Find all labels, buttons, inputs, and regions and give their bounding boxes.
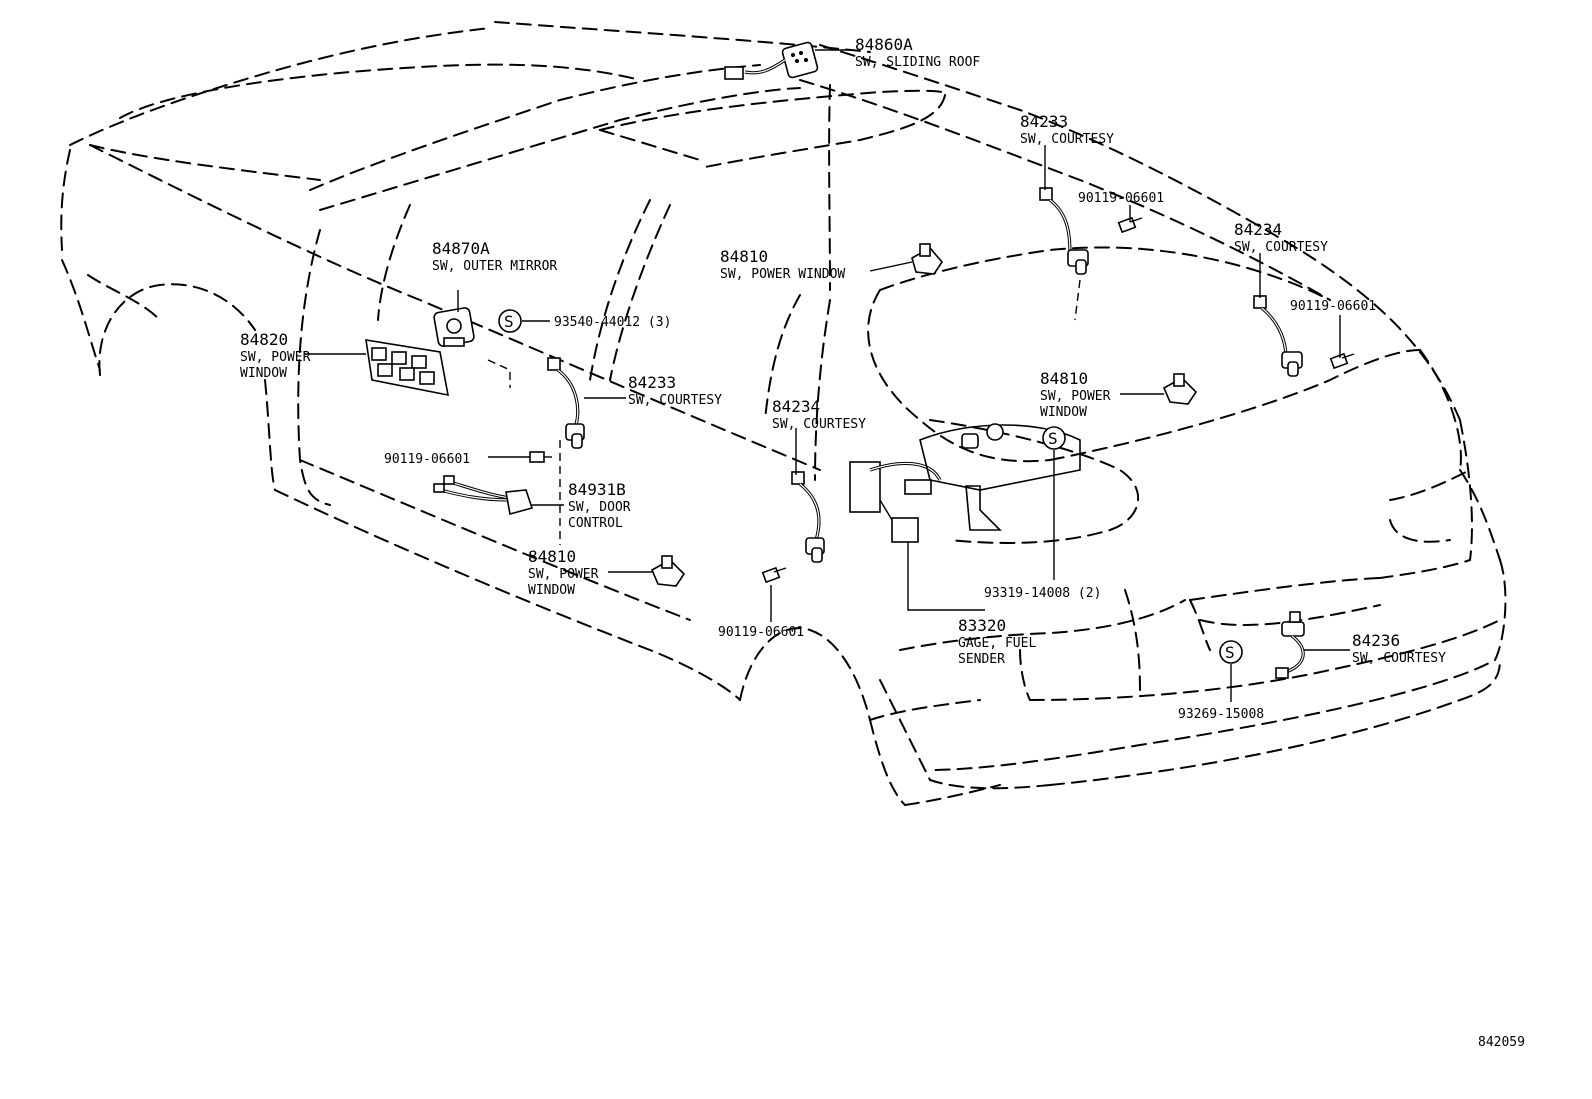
svg-text:84234: 84234 [772, 397, 820, 416]
power-window-switch-2-icon [1162, 373, 1198, 405]
screw-marker-1: S [498, 309, 522, 333]
svg-text:84931B: 84931B [568, 480, 626, 499]
svg-text:CONTROL: CONTROL [568, 516, 623, 531]
svg-text:SW, OUTER MIRROR: SW, OUTER MIRROR [432, 259, 557, 274]
label-84810-door: 84810 SW, POWER WINDOW [528, 547, 599, 598]
svg-text:84233: 84233 [628, 373, 676, 392]
svg-text:SW, POWER WINDOW: SW, POWER WINDOW [720, 267, 845, 282]
label-90119-06601-d: 90119-06601 [718, 625, 804, 640]
label-84233-lower: 84233 SW, COURTESY [628, 373, 722, 408]
svg-text:S: S [1048, 429, 1058, 448]
label-84236: 84236 SW, COURTESY [1352, 631, 1446, 666]
svg-text:93269-15008: 93269-15008 [1178, 707, 1264, 722]
screw-marker-3: S [1219, 640, 1243, 664]
sliding-roof-switch-icon [724, 41, 819, 80]
svg-text:WINDOW: WINDOW [1040, 405, 1087, 420]
label-84810-rear: 84810 SW, POWER WINDOW [1040, 369, 1111, 420]
svg-text:WINDOW: WINDOW [528, 583, 575, 598]
svg-text:84234: 84234 [1234, 220, 1282, 239]
svg-text:SW, COURTESY: SW, COURTESY [1234, 240, 1328, 255]
svg-text:93319-14008 (2): 93319-14008 (2) [984, 586, 1101, 601]
label-93269-15008: 93269-15008 [1178, 707, 1264, 722]
svg-text:84820: 84820 [240, 330, 288, 349]
bolt-2-icon [1329, 352, 1355, 370]
svg-text:84870A: 84870A [432, 239, 490, 258]
svg-text:SW, POWER: SW, POWER [1040, 389, 1111, 404]
label-84234-lower: 84234 SW, COURTESY [772, 397, 866, 432]
svg-text:SW, POWER: SW, POWER [240, 350, 311, 365]
label-84233-upper: 84233 SW, COURTESY [1020, 112, 1114, 147]
label-84234-upper: 84234 SW, COURTESY [1234, 220, 1328, 255]
label-84860A: 84860A SW, SLIDING ROOF [855, 35, 980, 70]
svg-text:SW, COURTESY: SW, COURTESY [1352, 651, 1446, 666]
door-control-switch-icon [433, 475, 534, 516]
svg-text:SW, POWER: SW, POWER [528, 567, 599, 582]
outer-mirror-switch-icon [433, 307, 475, 347]
courtesy-switch-2-icon [1253, 295, 1303, 377]
label-93319-14008: 93319-14008 (2) [984, 586, 1101, 601]
figure-code: 842059 [1478, 1035, 1525, 1050]
svg-text:SW, DOOR: SW, DOOR [568, 500, 631, 515]
svg-text:90119-06601: 90119-06601 [1290, 299, 1376, 314]
svg-text:GAGE, FUEL: GAGE, FUEL [958, 636, 1036, 651]
courtesy-switch-1-icon [1039, 187, 1089, 275]
svg-text:83320: 83320 [958, 616, 1006, 635]
leader-lines [304, 49, 1350, 702]
bolt-4-icon [761, 566, 787, 584]
svg-text:93540-44012 (3): 93540-44012 (3) [554, 315, 671, 330]
svg-text:84236: 84236 [1352, 631, 1400, 650]
car-body-outline [60, 21, 1507, 806]
svg-text:SENDER: SENDER [958, 652, 1005, 667]
svg-text:842059: 842059 [1478, 1035, 1525, 1050]
svg-text:84810: 84810 [720, 247, 768, 266]
screw-marker-2: S [1042, 426, 1066, 450]
label-83320: 83320 GAGE, FUEL SENDER [958, 616, 1036, 667]
svg-text:90119-06601: 90119-06601 [1078, 191, 1164, 206]
label-84931B: 84931B SW, DOOR CONTROL [568, 480, 631, 531]
svg-text:84860A: 84860A [855, 35, 913, 54]
svg-text:84233: 84233 [1020, 112, 1068, 131]
master-power-window-switch-icon [365, 339, 450, 397]
svg-text:90119-06601: 90119-06601 [384, 452, 470, 467]
svg-text:S: S [504, 312, 514, 331]
svg-text:WINDOW: WINDOW [240, 366, 287, 381]
label-84870A: 84870A SW, OUTER MIRROR [432, 239, 557, 274]
fuel-tank-icon [919, 423, 1081, 531]
svg-text:SW, COURTESY: SW, COURTESY [1020, 132, 1114, 147]
svg-text:S: S [1225, 643, 1235, 662]
svg-text:90119-06601: 90119-06601 [718, 625, 804, 640]
svg-text:SW, COURTESY: SW, COURTESY [772, 417, 866, 432]
svg-text:SW, COURTESY: SW, COURTESY [628, 393, 722, 408]
bolt-3-icon [529, 451, 552, 463]
label-84810-roof: 84810 SW, POWER WINDOW [720, 247, 845, 282]
label-93540-44012: 93540-44012 (3) [554, 315, 671, 330]
bolt-1-icon [1117, 216, 1143, 234]
svg-text:84810: 84810 [528, 547, 576, 566]
label-90119-06601-b: 90119-06601 [1290, 299, 1376, 314]
power-window-switch-1-icon [911, 243, 944, 275]
courtesy-switch-4-icon [791, 471, 825, 563]
label-90119-06601-a: 90119-06601 [1078, 191, 1164, 206]
courtesy-switch-3-icon [547, 357, 585, 449]
courtesy-switch-5-icon [1275, 611, 1305, 679]
label-84820: 84820 SW, POWER WINDOW [240, 330, 311, 381]
label-90119-06601-c: 90119-06601 [384, 452, 470, 467]
fuel-gage-sender-icon [849, 461, 942, 543]
svg-text:SW, SLIDING ROOF: SW, SLIDING ROOF [855, 55, 980, 70]
svg-text:84810: 84810 [1040, 369, 1088, 388]
power-window-switch-3-icon [650, 555, 686, 587]
